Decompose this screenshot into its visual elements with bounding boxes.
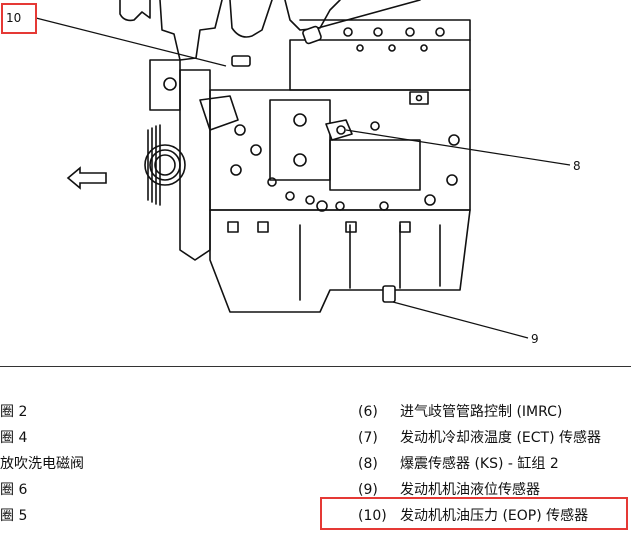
oil-pan-shape (209, 209, 471, 313)
callout-9: 9 (531, 332, 539, 346)
legend-number: (9) (358, 482, 378, 498)
legend-left-item: 线圈 2 (0, 404, 28, 420)
engine-illustration (35, 0, 571, 339)
upper-bracket-shape (159, 0, 223, 61)
callout-10-highlight (1, 3, 37, 34)
separator-line (0, 366, 631, 367)
legend-number: (6) (358, 404, 378, 420)
legend-number: (10) (358, 508, 387, 524)
callout-8: 8 (573, 159, 581, 173)
intake-fitting-shape (119, 0, 151, 22)
legend-number: (8) (358, 456, 378, 472)
leader-line-9 (392, 301, 529, 339)
front-direction-arrow (66, 166, 107, 190)
engine-block-shape (209, 89, 471, 211)
leader-line-8 (345, 129, 571, 166)
legend-text: 发动机机油液位传感器 (400, 482, 540, 498)
cylinder-head-shape (289, 39, 471, 91)
legend-left-item: 排放吹洗电磁阀 (0, 456, 84, 472)
legend-text: 发动机冷却液温度 (ECT) 传感器 (400, 430, 601, 446)
legend-text: 爆震传感器 (KS) - 缸组 2 (400, 456, 559, 472)
legend-text: 发动机机油压力 (EOP) 传感器 (400, 508, 589, 524)
legend-left-item: 线圈 5 (0, 508, 28, 524)
legend-left-item: 线圈 6 (0, 482, 28, 498)
legend-10-highlight (320, 497, 628, 530)
legend-text: 进气歧管管路控制 (IMRC) (400, 404, 563, 420)
callout-10: 10 (6, 11, 22, 25)
legend-left-item: 线圈 4 (0, 430, 28, 446)
legend-number: (7) (358, 430, 378, 446)
leader-line-10 (35, 17, 227, 67)
